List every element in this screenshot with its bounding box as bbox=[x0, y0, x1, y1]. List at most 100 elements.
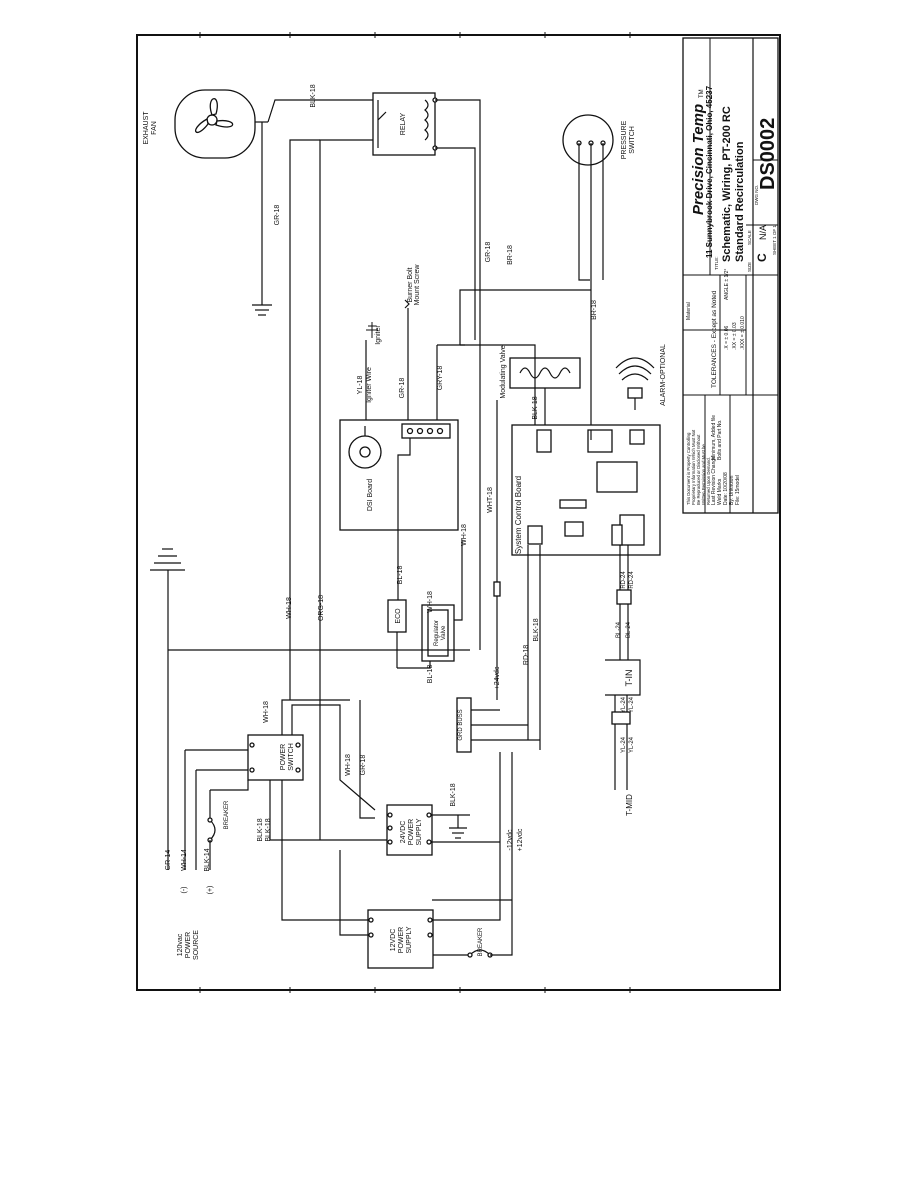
tolerance-1: .X = ± 0.06 bbox=[724, 325, 730, 350]
wire-label-rd18: RD-18 bbox=[523, 645, 530, 665]
modulating-valve: Modulating Valve bbox=[500, 345, 581, 399]
drawing-number: DS0002 bbox=[757, 118, 779, 190]
t-mid-connector bbox=[611, 711, 631, 725]
regulator-valve-label: RegulatorValve bbox=[434, 620, 447, 646]
wire-label-br18-a: BR-18 bbox=[507, 245, 514, 265]
wire-label-bl18-eco: BL-18 bbox=[397, 566, 404, 585]
material-label: Material bbox=[686, 302, 692, 320]
grd-buss-label: GRD BUSS bbox=[458, 709, 464, 740]
exhaust-fan: EXHAUSTFAN bbox=[143, 89, 256, 159]
power-source-label: 120vacPOWERSOURCE bbox=[177, 930, 200, 960]
wire-label-wh18-ps: WH-18 bbox=[263, 701, 270, 723]
size-label: SIZE bbox=[747, 262, 752, 272]
ps24-ground-symbol bbox=[449, 815, 467, 839]
igniter-wire-label: Igniter Wire bbox=[366, 367, 373, 403]
label-pos24: +24vdc bbox=[494, 666, 501, 689]
wire-label-blk18-cb: BLK-18 bbox=[533, 618, 540, 641]
label-neg12: -12vdc bbox=[507, 829, 514, 851]
revision-note-3: Minimum, Added file bbox=[711, 415, 717, 460]
wire-label-yl24-d: YL-24 bbox=[629, 696, 635, 713]
wire-label-blk18-sw1: BLK-18 bbox=[257, 818, 264, 841]
fan-ground-symbol bbox=[252, 300, 272, 316]
company-name: Precision Temp bbox=[690, 104, 707, 215]
tolerances-heading: TOLERANCES - Except as Noted bbox=[711, 290, 718, 388]
eco-device: ECO bbox=[387, 599, 407, 633]
wire-label-yl24-b: YL-24 bbox=[629, 736, 635, 753]
revision-note-1: Last Revision Change bbox=[711, 456, 717, 505]
dwg-label: DWG NO. bbox=[754, 185, 759, 205]
scale-value: N/A bbox=[758, 225, 768, 240]
wire-label-bl24-a: BL-24 bbox=[616, 621, 622, 638]
ps24-label: 24VDCPOWERSUPPLY bbox=[400, 818, 423, 845]
wire-label-blk18-fan: BLK-18 bbox=[310, 84, 317, 107]
t-mid-label: T-MID bbox=[625, 794, 634, 816]
label-neg: (-) bbox=[181, 887, 188, 894]
tolerance-3: .XXX = ± 0.010 bbox=[740, 316, 746, 350]
wire-label-wh18-reg: WH-18 bbox=[427, 591, 434, 613]
wire-label-org18: ORG-18 bbox=[318, 595, 325, 621]
wire-label-wh18-ps2: WH-18 bbox=[345, 754, 352, 776]
t-in-label: T-IN bbox=[624, 670, 634, 687]
wire-label-wh18-dsi: WH-18 bbox=[461, 524, 468, 546]
breaker-main: BREAKER bbox=[207, 800, 230, 843]
relay: RELAY bbox=[372, 92, 438, 156]
proprietary-notice: This Document is Property Controlling Pr… bbox=[686, 429, 711, 505]
wire-label-br18-b: BR-18 bbox=[591, 300, 598, 320]
wire-label-yl18: YL-18 bbox=[357, 376, 364, 395]
igniter-label: Igniter bbox=[375, 325, 382, 345]
size-value: C bbox=[755, 253, 769, 262]
ps12-label: 12VDCPOWERSUPPLY bbox=[390, 926, 413, 953]
modulating-valve-label: Modulating Valve bbox=[500, 345, 507, 398]
company-address: 11 Sunnybrook Drive, Cincinnati, Ohio, 4… bbox=[705, 85, 714, 258]
eco-label: ECO bbox=[395, 608, 402, 624]
pressure-switch: PRESSURESWITCH bbox=[562, 114, 636, 166]
exhaust-fan-label: EXHAUSTFAN bbox=[143, 111, 158, 145]
title-block: Precision Temp TM 11 Sunnybrook Drive, C… bbox=[682, 37, 779, 514]
revision-note-2: Weld Marks bbox=[717, 478, 723, 505]
igniter-symbol bbox=[366, 322, 378, 338]
wire-label-rd24-b: RD-24 bbox=[629, 571, 635, 589]
wire-label-gr18-fan: GR-18 bbox=[274, 205, 281, 226]
wire-label-gry18: GRY-18 bbox=[437, 366, 444, 391]
dsi-board: DSI Board bbox=[339, 419, 459, 531]
wire-label-blk14: BLK-14 bbox=[204, 848, 211, 871]
wire-label-gr18-relay: GR-18 bbox=[485, 242, 492, 263]
border-zone-ticks bbox=[199, 32, 631, 993]
sensor-connector bbox=[616, 589, 632, 605]
breaker-12v: BREAKER bbox=[467, 927, 493, 958]
drawing-title-line1: Schematic, Wiring, PT-200 RC bbox=[721, 106, 733, 262]
trademark-mark: TM bbox=[699, 89, 705, 98]
tolerance-4: ANGLE ± 1/2° bbox=[724, 269, 730, 300]
wire-label-bl24-b: BL-24 bbox=[626, 621, 632, 638]
date-label: Date: 10/20/08 bbox=[723, 472, 729, 505]
control-board-label: System Control Board bbox=[514, 476, 523, 554]
burner-bolt-label: Burner BoltMount Screw bbox=[407, 264, 421, 306]
wire-label-blk18-sw2: BLK-18 bbox=[265, 818, 272, 841]
label-pos12: +12vdc bbox=[517, 828, 524, 851]
wire-label-yl24-c: YL-24 bbox=[621, 696, 627, 713]
alarm-buzzer: ALARM-OPTIONAL bbox=[615, 344, 667, 410]
breaker2-label: BREAKER bbox=[478, 927, 484, 956]
wire-label-blk18-gnd: BLK-18 bbox=[450, 783, 457, 806]
power-switch-label: POWERSWITCH bbox=[280, 743, 295, 771]
title-label: TITLE: bbox=[714, 256, 719, 270]
inline-fuse bbox=[493, 581, 501, 597]
relay-label: RELAY bbox=[400, 112, 407, 135]
power-switch: POWERSWITCH bbox=[247, 734, 304, 781]
breaker1-label: BREAKER bbox=[224, 800, 230, 829]
dsi-board-label: DSI Board bbox=[367, 479, 374, 511]
wire-label-wh14: WH-14 bbox=[181, 849, 188, 871]
wire-label-rd24-a: RD-24 bbox=[621, 571, 627, 589]
chassis-ground-symbol bbox=[150, 548, 185, 571]
12vdc-power-supply: 12VDCPOWERSUPPLY bbox=[367, 909, 434, 969]
drawing-border bbox=[136, 34, 781, 991]
wire-label-wht18: WHT-18 bbox=[487, 487, 494, 513]
burner-bolt-terminal bbox=[404, 299, 410, 309]
tolerance-2: .XX = ± 0.03 bbox=[732, 322, 738, 350]
wire-label-gr18-ps: GR-18 bbox=[360, 755, 367, 776]
alarm-label: ALARM-OPTIONAL bbox=[660, 344, 667, 406]
file-label: File: 15model bbox=[735, 475, 741, 505]
scale-label: SCALE bbox=[747, 230, 752, 245]
wire-label-bl18-reg: BL-18 bbox=[427, 665, 434, 684]
